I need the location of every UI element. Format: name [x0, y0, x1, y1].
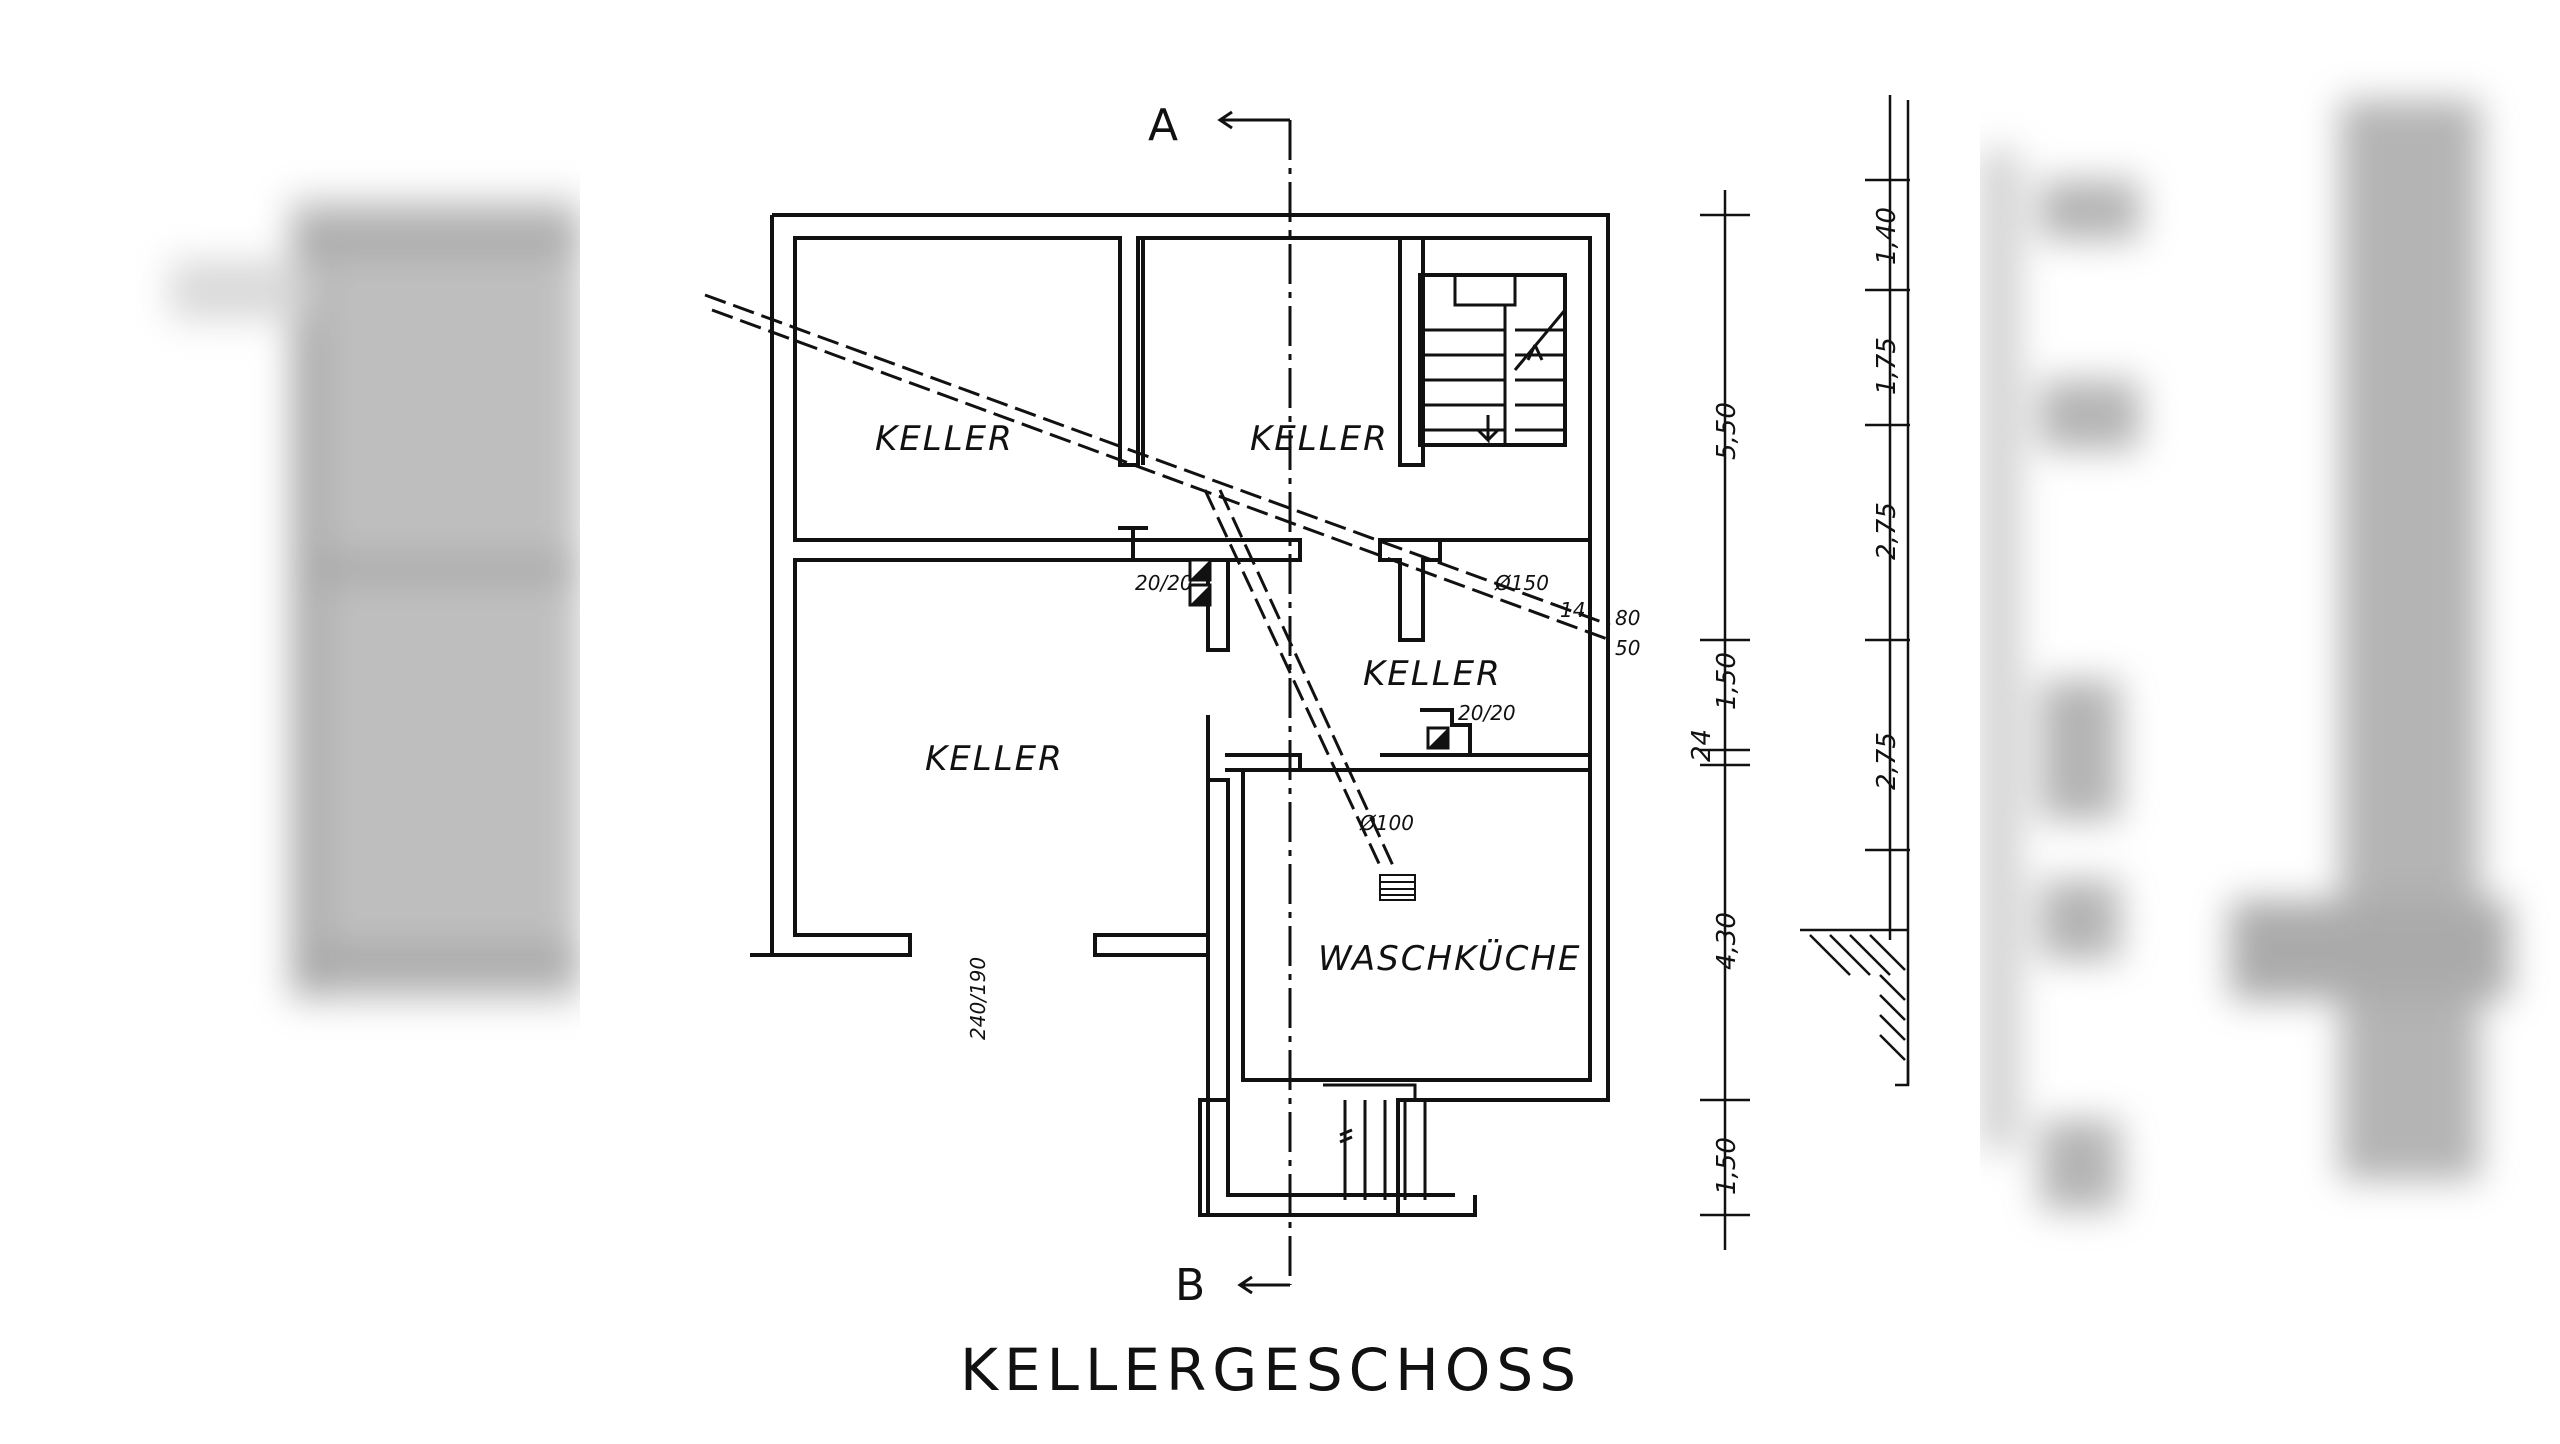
blurred-background-left: [170, 200, 580, 1000]
dimension-4-30: 4,30: [1712, 912, 1742, 970]
dimension-1-50-lower: 1,50: [1712, 1137, 1742, 1195]
staircase-entrance: [1323, 1083, 1427, 1200]
floor-drain: [1379, 874, 1416, 901]
dimension-24: 24: [1687, 729, 1717, 762]
staircase-upper: [1420, 273, 1567, 445]
chimney-left-size: 20/20: [1135, 571, 1193, 595]
door-opening-label: 240/190: [966, 957, 990, 1040]
dimension-5-50: 5,50: [1712, 402, 1742, 460]
room-label-keller-top-left: KELLER: [875, 419, 1014, 459]
drawing-title: KELLERGESCHOSS: [960, 1336, 1582, 1404]
room-label-waschkueche: WASCHKÜCHE: [1318, 938, 1581, 979]
chimney-flues: [1188, 558, 1450, 750]
pipes: [704, 293, 1611, 871]
pipe-100-label: Ø100: [1359, 811, 1414, 835]
room-label-keller-top-middle: KELLER: [1250, 419, 1389, 459]
dimension-chain-left: [1700, 190, 1750, 1250]
room-label-keller-middle-right: KELLER: [1363, 654, 1502, 694]
floor-plan-sheet: A B KELLER KELLER KELLER KELLER WASCHKÜC…: [580, 0, 1980, 1440]
section-line: [1217, 110, 1292, 1295]
chimney-right-size: 20/20: [1458, 701, 1516, 725]
dimension-1-75: 1,75: [1872, 337, 1902, 395]
room-label-keller-large-left: KELLER: [925, 739, 1064, 779]
pipe-14-label: 14: [1560, 598, 1585, 622]
window-width-label: 80: [1615, 606, 1640, 630]
dimension-2-75-upper: 2,75: [1872, 502, 1902, 560]
dimension-1-50-upper: 1,50: [1712, 652, 1742, 710]
pipe-150-label: Ø150: [1494, 571, 1549, 595]
blurred-background-right: [1980, 100, 2510, 1210]
dimension-2-75-lower: 2,75: [1872, 732, 1902, 790]
floor-plan-drawing: A B KELLER KELLER KELLER KELLER WASCHKÜC…: [704, 95, 1910, 1404]
section-marker-a: A: [1148, 100, 1178, 151]
section-marker-b: B: [1175, 1260, 1205, 1311]
dimension-chain-right: [1800, 95, 1910, 1087]
dimension-1-40: 1,40: [1872, 207, 1902, 265]
window-height-label: 50: [1615, 636, 1640, 660]
